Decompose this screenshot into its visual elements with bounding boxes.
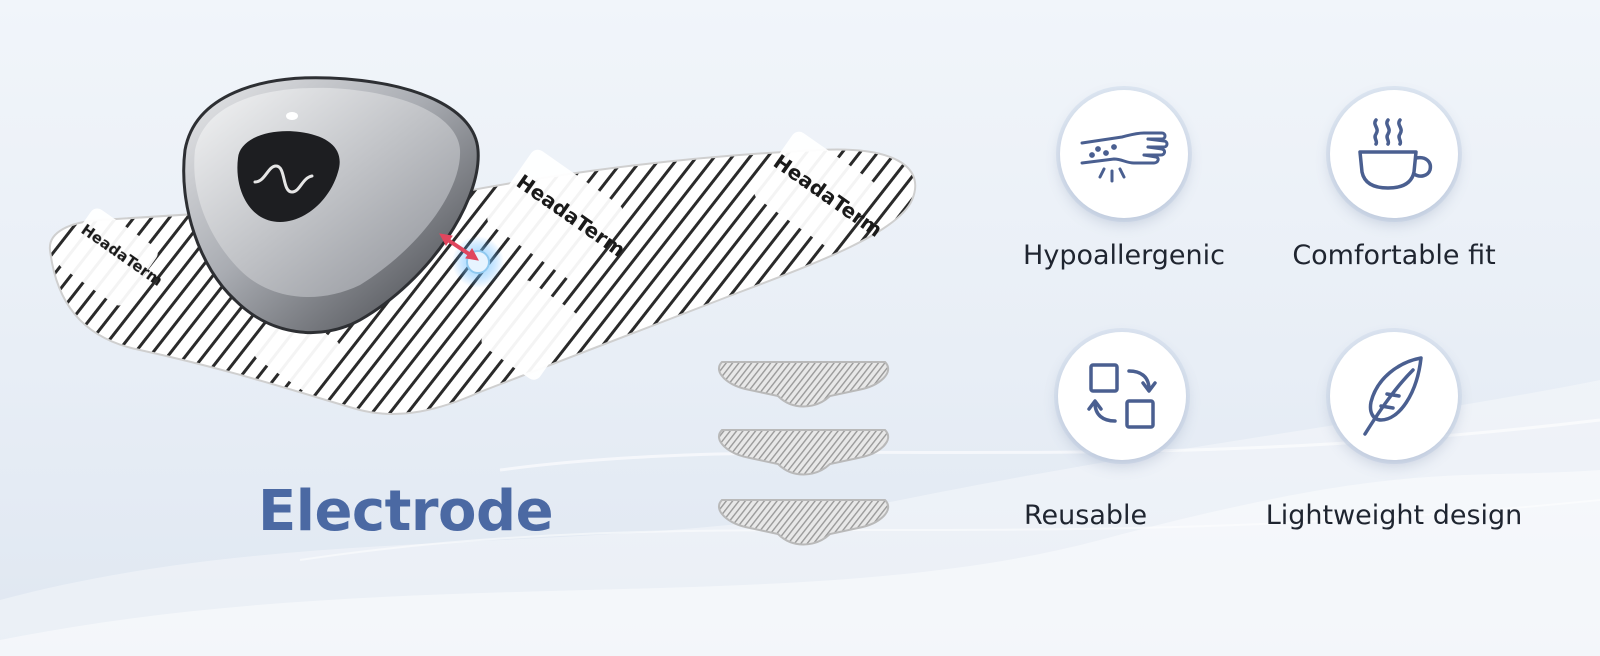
feature-lightweight-design: Lightweight design [1244, 332, 1544, 531]
feature-comfortable-fit: Comfortable fit [1244, 90, 1544, 271]
feature-badge [1330, 90, 1458, 218]
small-pads [718, 361, 890, 546]
connect-arrow [439, 233, 479, 261]
feature-badge [1058, 332, 1186, 460]
feature-label: Comfortable fit [1292, 240, 1496, 271]
feature-badge [1330, 332, 1458, 460]
feature-label: Hypoallergenic [1023, 240, 1225, 271]
feature-hypoallergenic: Hypoallergenic [974, 90, 1274, 271]
feature-reusable: Reusable [944, 332, 1244, 531]
feature-label: Lightweight design [1265, 500, 1523, 531]
page-title: Electrode [258, 479, 554, 544]
recycle-arrows-icon [1087, 363, 1157, 429]
feature-label: Reusable [1024, 500, 1148, 531]
feather-icon [1363, 356, 1423, 436]
feature-badge [1060, 90, 1188, 218]
tens-device [182, 76, 480, 335]
arm-skin-icon [1080, 131, 1169, 183]
coffee-cup-icon [1358, 118, 1433, 190]
